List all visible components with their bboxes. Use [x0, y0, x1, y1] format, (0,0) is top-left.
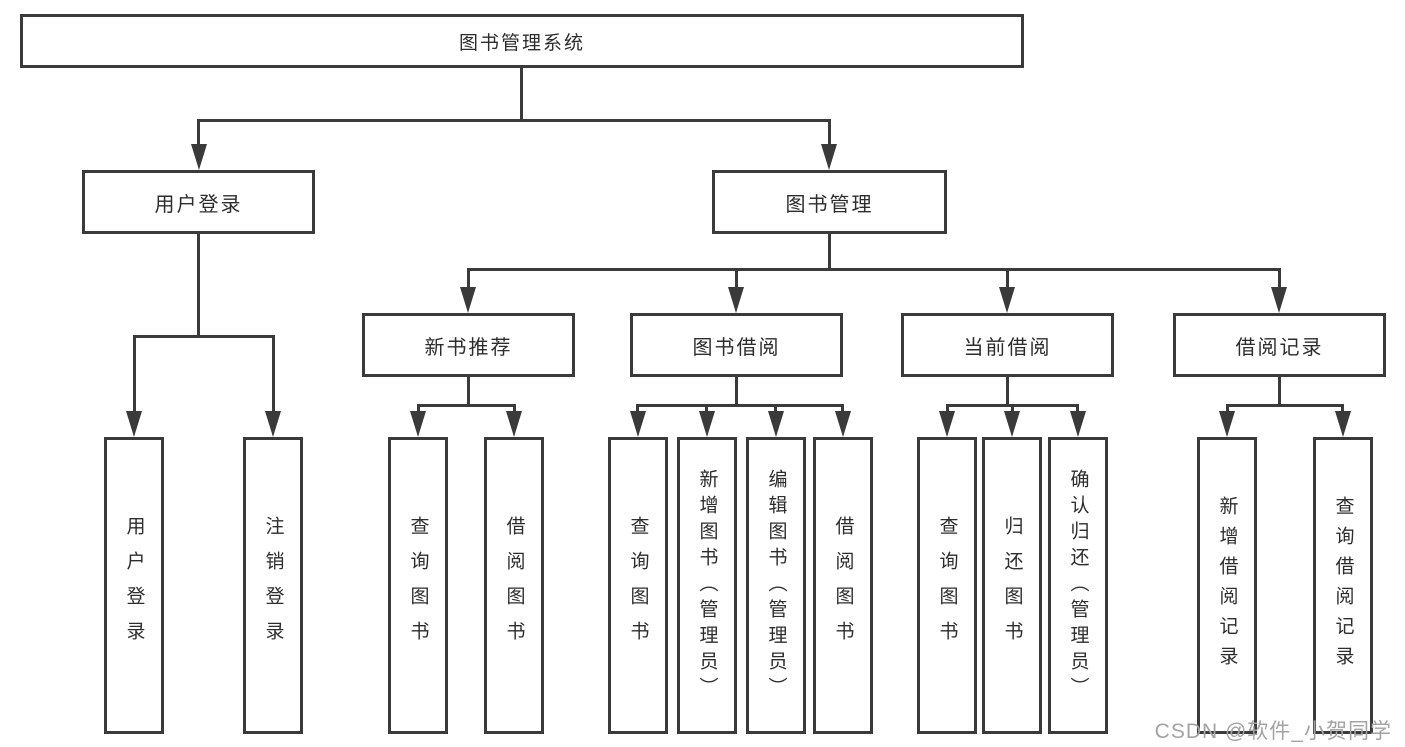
connector-line — [774, 404, 777, 416]
arrow-down-icon — [630, 411, 646, 437]
connector-line — [946, 404, 949, 416]
node-label: 图书管理 — [785, 193, 874, 216]
node-label: 查询图书 — [627, 515, 649, 656]
node-label: 编辑图书（管理员） — [765, 468, 787, 703]
connector-line — [1076, 404, 1079, 416]
node-label: 图书借阅 — [692, 336, 781, 359]
arrow-down-icon — [191, 144, 207, 170]
arrow-down-icon — [1004, 411, 1020, 437]
node-label: 注销登录 — [262, 515, 284, 656]
connector-line — [636, 404, 639, 416]
arrow-down-icon — [506, 411, 522, 437]
connector-line — [198, 119, 831, 122]
connector-line — [467, 377, 470, 407]
node-library-management-system: 图书管理系统 — [20, 14, 1024, 68]
connector-line — [1341, 404, 1344, 416]
arrow-down-icon — [999, 287, 1015, 313]
node-return-books: 归还图书 — [982, 437, 1042, 734]
connector-line — [705, 404, 708, 416]
arrow-down-icon — [1271, 287, 1287, 313]
arrow-down-icon — [1335, 411, 1351, 437]
node-label: 确认归还（管理员） — [1067, 468, 1089, 703]
connector-line — [513, 404, 516, 416]
connector-line — [133, 335, 275, 338]
connector-line — [417, 404, 420, 416]
node-add-borrow-record: 新增借阅记录 — [1197, 437, 1257, 734]
node-logout: 注销登录 — [243, 437, 303, 734]
node-borrowing-records: 借阅记录 — [1173, 313, 1386, 377]
connector-line — [1011, 404, 1014, 416]
node-label: 用户登录 — [123, 515, 145, 656]
node-edit-books-admin: 编辑图书（管理员） — [746, 437, 806, 734]
watermark-text: CSDN @软件_小贺同学 — [1154, 720, 1392, 743]
connector-line — [841, 404, 844, 416]
node-label: 查询图书 — [407, 515, 429, 656]
node-label: 新增图书（管理员） — [696, 468, 718, 703]
connector-line — [1278, 377, 1281, 407]
node-label: 归还图书 — [1001, 515, 1023, 656]
connector-line — [520, 68, 523, 121]
connector-line — [735, 377, 738, 407]
node-label: 借阅图书 — [832, 515, 854, 656]
node-label: 新书推荐 — [424, 336, 513, 359]
node-book-borrowing: 图书借阅 — [630, 313, 843, 377]
node-label: 用户登录 — [154, 193, 243, 216]
connector-line — [133, 335, 136, 415]
node-label: 查询借阅记录 — [1332, 495, 1354, 676]
node-current-borrowing: 当前借阅 — [901, 313, 1114, 377]
node-user-login-leaf: 用户登录 — [104, 437, 164, 734]
node-user-login: 用户登录 — [82, 170, 315, 234]
arrow-down-icon — [1070, 411, 1086, 437]
connector-line — [735, 268, 738, 292]
connector-line — [467, 268, 470, 292]
node-label: 查询图书 — [936, 515, 958, 656]
node-query-books-recommend: 查询图书 — [388, 437, 448, 734]
connector-line — [828, 234, 831, 271]
node-confirm-return-admin: 确认归还（管理员） — [1048, 437, 1108, 734]
arrow-down-icon — [835, 411, 851, 437]
node-new-book-recommendation: 新书推荐 — [362, 313, 575, 377]
node-add-books-admin: 新增图书（管理员） — [677, 437, 737, 734]
node-label: 图书管理系统 — [458, 32, 585, 54]
node-label: 当前借阅 — [963, 336, 1052, 359]
arrow-down-icon — [460, 287, 476, 313]
arrow-down-icon — [265, 411, 281, 437]
arrow-down-icon — [126, 411, 142, 437]
node-label: 新增借阅记录 — [1216, 495, 1238, 676]
arrow-down-icon — [699, 411, 715, 437]
node-borrow-books: 借阅图书 — [813, 437, 873, 734]
connector-line — [1006, 377, 1009, 407]
connector-line — [828, 119, 831, 151]
connector-line — [636, 404, 844, 407]
arrow-down-icon — [410, 411, 426, 437]
arrow-down-icon — [821, 144, 837, 170]
node-label: 借阅图书 — [503, 515, 525, 656]
connector-line — [197, 119, 200, 151]
connector-line — [197, 234, 200, 338]
connector-line — [417, 404, 516, 407]
connector-line — [1226, 404, 1344, 407]
connector-line — [1278, 268, 1281, 292]
connector-line — [467, 268, 1281, 271]
node-query-books-current: 查询图书 — [917, 437, 977, 734]
connector-line — [1226, 404, 1229, 416]
node-query-borrow-record: 查询借阅记录 — [1313, 437, 1373, 734]
node-book-management: 图书管理 — [712, 170, 947, 234]
node-borrow-books-recommend: 借阅图书 — [484, 437, 544, 734]
arrow-down-icon — [1219, 411, 1235, 437]
arrow-down-icon — [728, 287, 744, 313]
arrow-down-icon — [768, 411, 784, 437]
node-label: 借阅记录 — [1235, 336, 1324, 359]
connector-line — [1006, 268, 1009, 292]
connector-line — [272, 335, 275, 415]
node-query-books-borrowing: 查询图书 — [608, 437, 668, 734]
arrow-down-icon — [939, 411, 955, 437]
